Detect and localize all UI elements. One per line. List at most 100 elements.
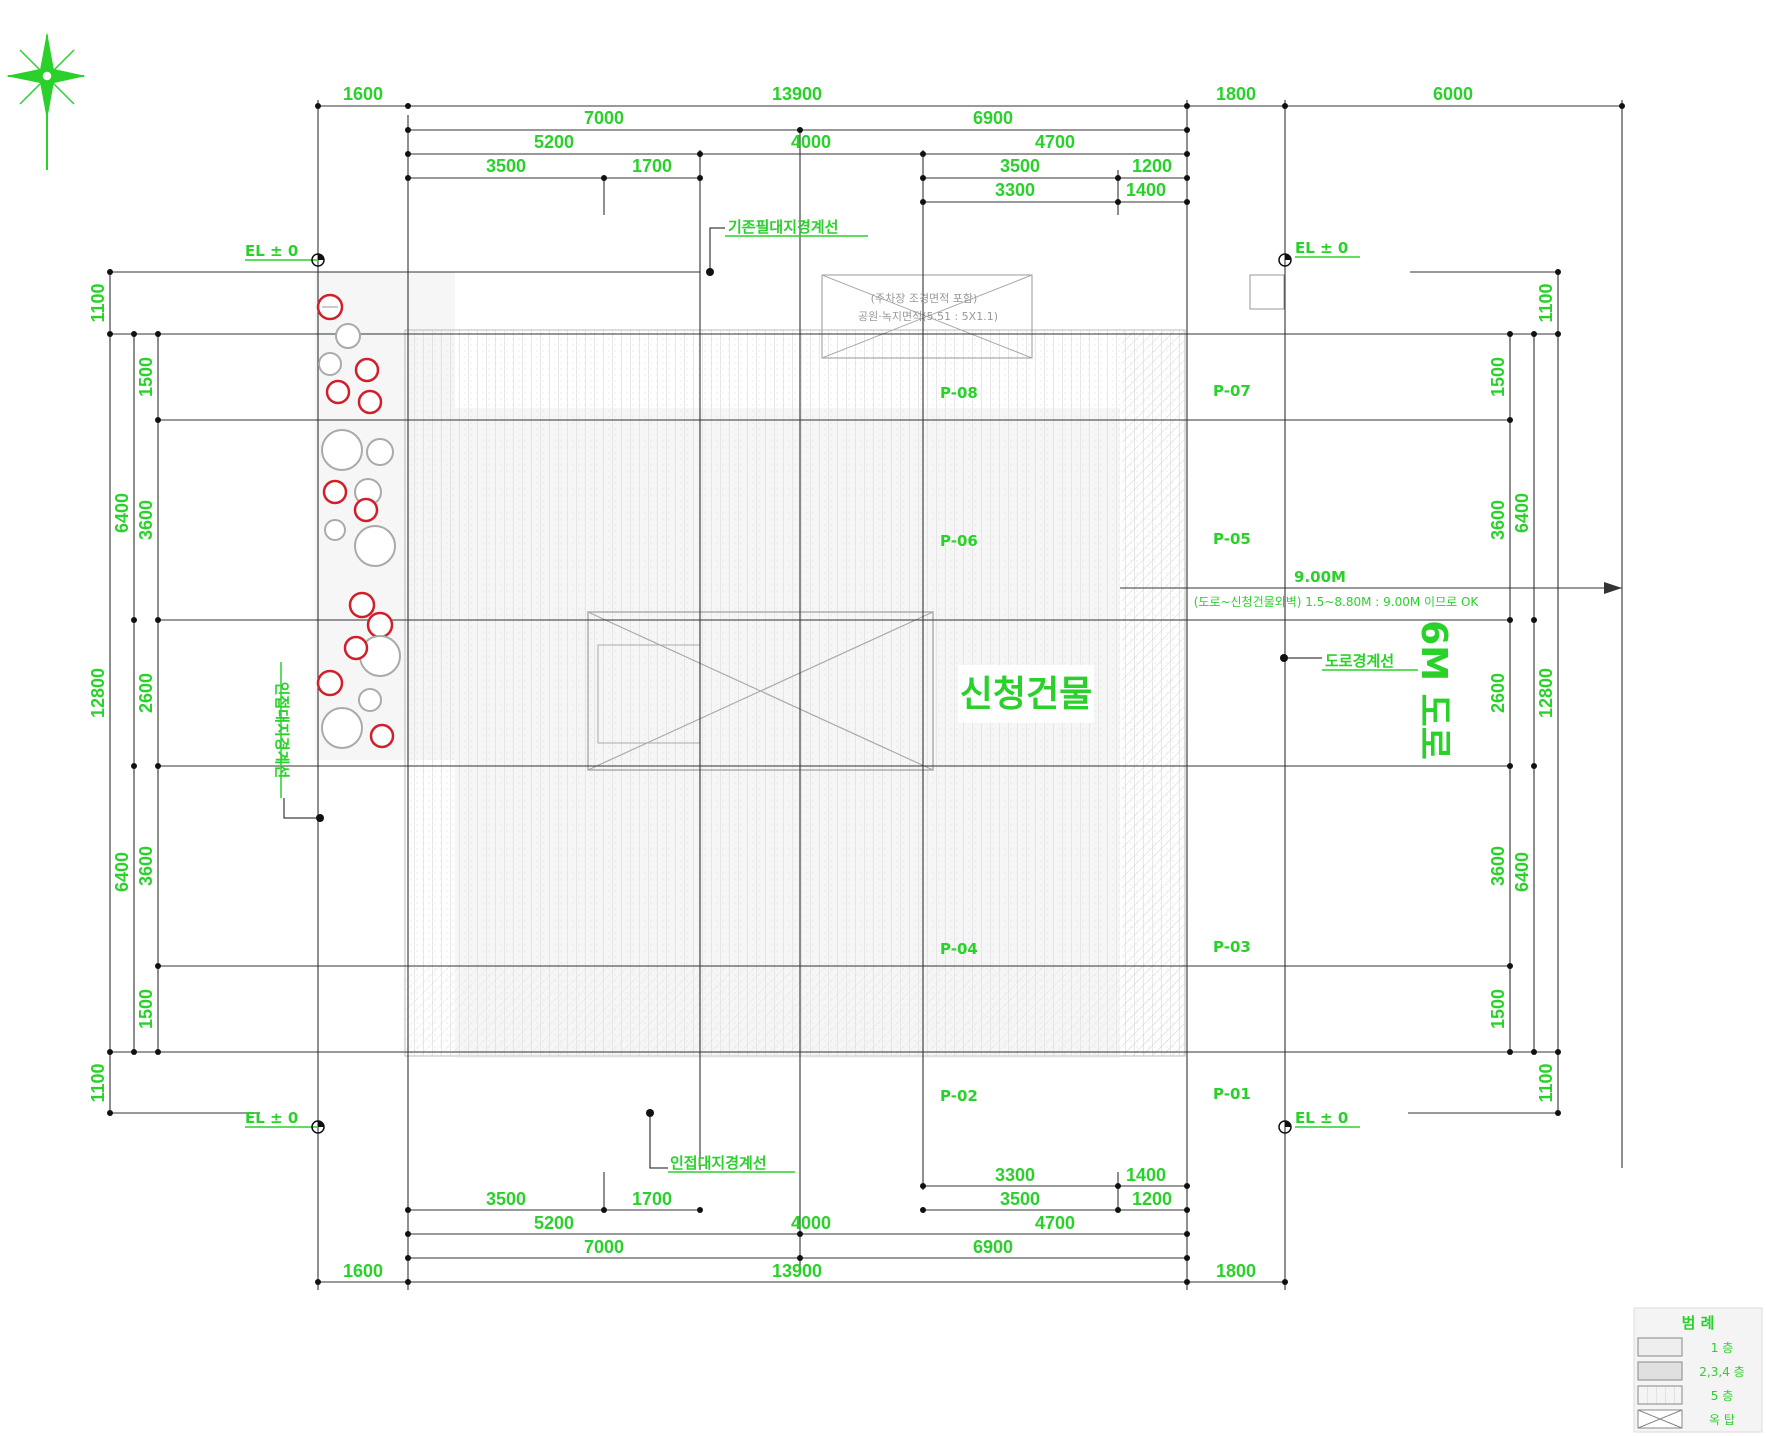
parking-p05: P-05 (1213, 530, 1251, 548)
trees (316, 293, 401, 749)
dim-left-1100b: 1100 (88, 1063, 108, 1102)
tree-icon (354, 357, 380, 383)
tree-icon (357, 389, 383, 415)
dim-bottom-3500a: 3500 (486, 1189, 526, 1209)
dim-top-3300: 3300 (995, 180, 1035, 200)
parking-p02: P-02 (940, 1087, 978, 1105)
dim-bottom-13900: 13900 (772, 1261, 822, 1281)
bottom-dimension-texts: 3300 1400 3500 1700 3500 1200 5200 4000 … (343, 1165, 1256, 1281)
tree-icon (343, 635, 369, 661)
legend-item-4: 옥 탑 (1709, 1413, 1735, 1427)
tree-icon (354, 525, 396, 567)
tree-icon (369, 723, 395, 749)
top-note-2: 공원·녹지면적(5.51 : 5X1.1) (858, 310, 998, 323)
dim-bottom-1800: 1800 (1216, 1261, 1256, 1281)
dim-bottom-1200: 1200 (1132, 1189, 1172, 1209)
legend-title: 범 례 (1682, 1314, 1715, 1332)
dim-top-1700: 1700 (632, 156, 672, 176)
building-labels: 신청건물 9.00M (도로~신청건물외벽) 1.5~8.80M : 9.00M… (858, 292, 1479, 723)
tree-icon (316, 669, 344, 697)
dim-bottom-1600: 1600 (343, 1261, 383, 1281)
tree-icon (348, 591, 376, 619)
parking-p01: P-01 (1213, 1085, 1251, 1103)
dim-bottom-3300: 3300 (995, 1165, 1035, 1185)
top-dimension-texts: 1600 13900 1800 6000 7000 6900 5200 4000… (343, 84, 1473, 200)
dim-bottom-3500b: 3500 (1000, 1189, 1040, 1209)
right-dimension-texts: 1100 12800 1100 6400 6400 1500 3600 2600… (1488, 283, 1556, 1102)
dim-top-1200: 1200 (1132, 156, 1172, 176)
el-bottom-left: EL ± 0 (245, 1109, 298, 1127)
legend: 범 례 1 층 2,3,4 층 5 층 옥 탑 (1633, 1307, 1763, 1433)
dim-top-6000: 6000 (1433, 84, 1473, 104)
dim-left-12800: 12800 (88, 668, 108, 718)
dim-right-1100b: 1100 (1536, 1063, 1556, 1102)
legend-item-3: 5 층 (1711, 1389, 1734, 1403)
tree-icon (322, 479, 348, 505)
dim-bottom-6900: 6900 (973, 1237, 1013, 1257)
road-boundary-label: 도로경계선 (1325, 652, 1394, 670)
parking-labels: P-08 P-07 P-06 P-05 P-04 P-03 P-02 P-01 (940, 382, 1251, 1105)
dim-right-6400b: 6400 (1512, 852, 1532, 892)
dim-right-3600a: 3600 (1488, 500, 1508, 540)
north-arrow-icon (6, 32, 86, 170)
dim-right-12800: 12800 (1536, 668, 1556, 718)
legend-item-1: 1 층 (1711, 1341, 1734, 1355)
elevation-markers: EL ± 0 EL ± 0 EL ± 0 EL ± 0 (245, 239, 1360, 1134)
dim-bottom-1400: 1400 (1126, 1165, 1166, 1185)
dimension-ticks (107, 103, 1625, 1285)
left-dimension-texts: 1100 12800 1100 6400 6400 1500 3600 2600… (88, 283, 156, 1102)
dim-left-6400b: 6400 (112, 852, 132, 892)
dim-top-7000: 7000 (584, 108, 624, 128)
dim-top-5200: 5200 (534, 132, 574, 152)
dim-right-1100a: 1100 (1536, 283, 1556, 322)
parking-p03: P-03 (1213, 938, 1251, 956)
dim-top-4700: 4700 (1035, 132, 1075, 152)
side-dimension-lines (109, 272, 1622, 1113)
tree-icon (321, 707, 363, 749)
tree-icon (358, 688, 382, 712)
tree-icon (353, 497, 379, 523)
dim-left-3600a: 3600 (136, 500, 156, 540)
tree-icon (366, 611, 394, 639)
dim-bottom-4000: 4000 (791, 1213, 831, 1233)
parking-p06: P-06 (940, 532, 978, 550)
tree-icon (335, 323, 361, 349)
dim-top-4000: 4000 (791, 132, 831, 152)
dim-left-6400a: 6400 (112, 493, 132, 533)
top-note-1: (주차장 조경면적 포함) (871, 292, 978, 305)
dim-left-2600: 2600 (136, 673, 156, 713)
tree-icon (321, 429, 363, 471)
dim-left-3600b: 3600 (136, 846, 156, 886)
dim-top-3500b: 3500 (1000, 156, 1040, 176)
dim-right-2600: 2600 (1488, 673, 1508, 713)
tree-icon (325, 379, 351, 405)
dim-left-1500b: 1500 (136, 989, 156, 1029)
building-footprint (404, 274, 1285, 1058)
dim-top-1600: 1600 (343, 84, 383, 104)
boundary-top-label: 기존필대지경계선 (728, 218, 838, 236)
distance-label: 9.00M (1294, 568, 1346, 586)
dim-top-1800: 1800 (1216, 84, 1256, 104)
boundary-left-label: 인접대지경계선 (273, 682, 291, 779)
tree-icon (366, 438, 394, 466)
dim-right-1500b: 1500 (1488, 989, 1508, 1029)
legend-item-2: 2,3,4 층 (1699, 1365, 1744, 1379)
boundary-bottom-label: 인접대지경계선 (670, 1154, 767, 1172)
dim-left-1500a: 1500 (136, 357, 156, 397)
dim-right-1500a: 1500 (1488, 357, 1508, 397)
el-bottom-right: EL ± 0 (1295, 1109, 1348, 1127)
parking-p08: P-08 (940, 384, 978, 402)
dim-left-1100a: 1100 (88, 283, 108, 322)
building-label: 신청건물 (960, 674, 1092, 715)
dim-top-1400: 1400 (1126, 180, 1166, 200)
dim-top-6900: 6900 (973, 108, 1013, 128)
dim-bottom-5200: 5200 (534, 1213, 574, 1233)
distance-note: (도로~신청건물외벽) 1.5~8.80M : 9.00M 이므로 OK (1194, 595, 1480, 609)
dim-bottom-4700: 4700 (1035, 1213, 1075, 1233)
tree-icon (318, 352, 342, 376)
grid-lines (110, 100, 1623, 1290)
dim-bottom-1700: 1700 (632, 1189, 672, 1209)
dim-right-6400a: 6400 (1512, 493, 1532, 533)
el-top-left: EL ± 0 (245, 242, 298, 260)
